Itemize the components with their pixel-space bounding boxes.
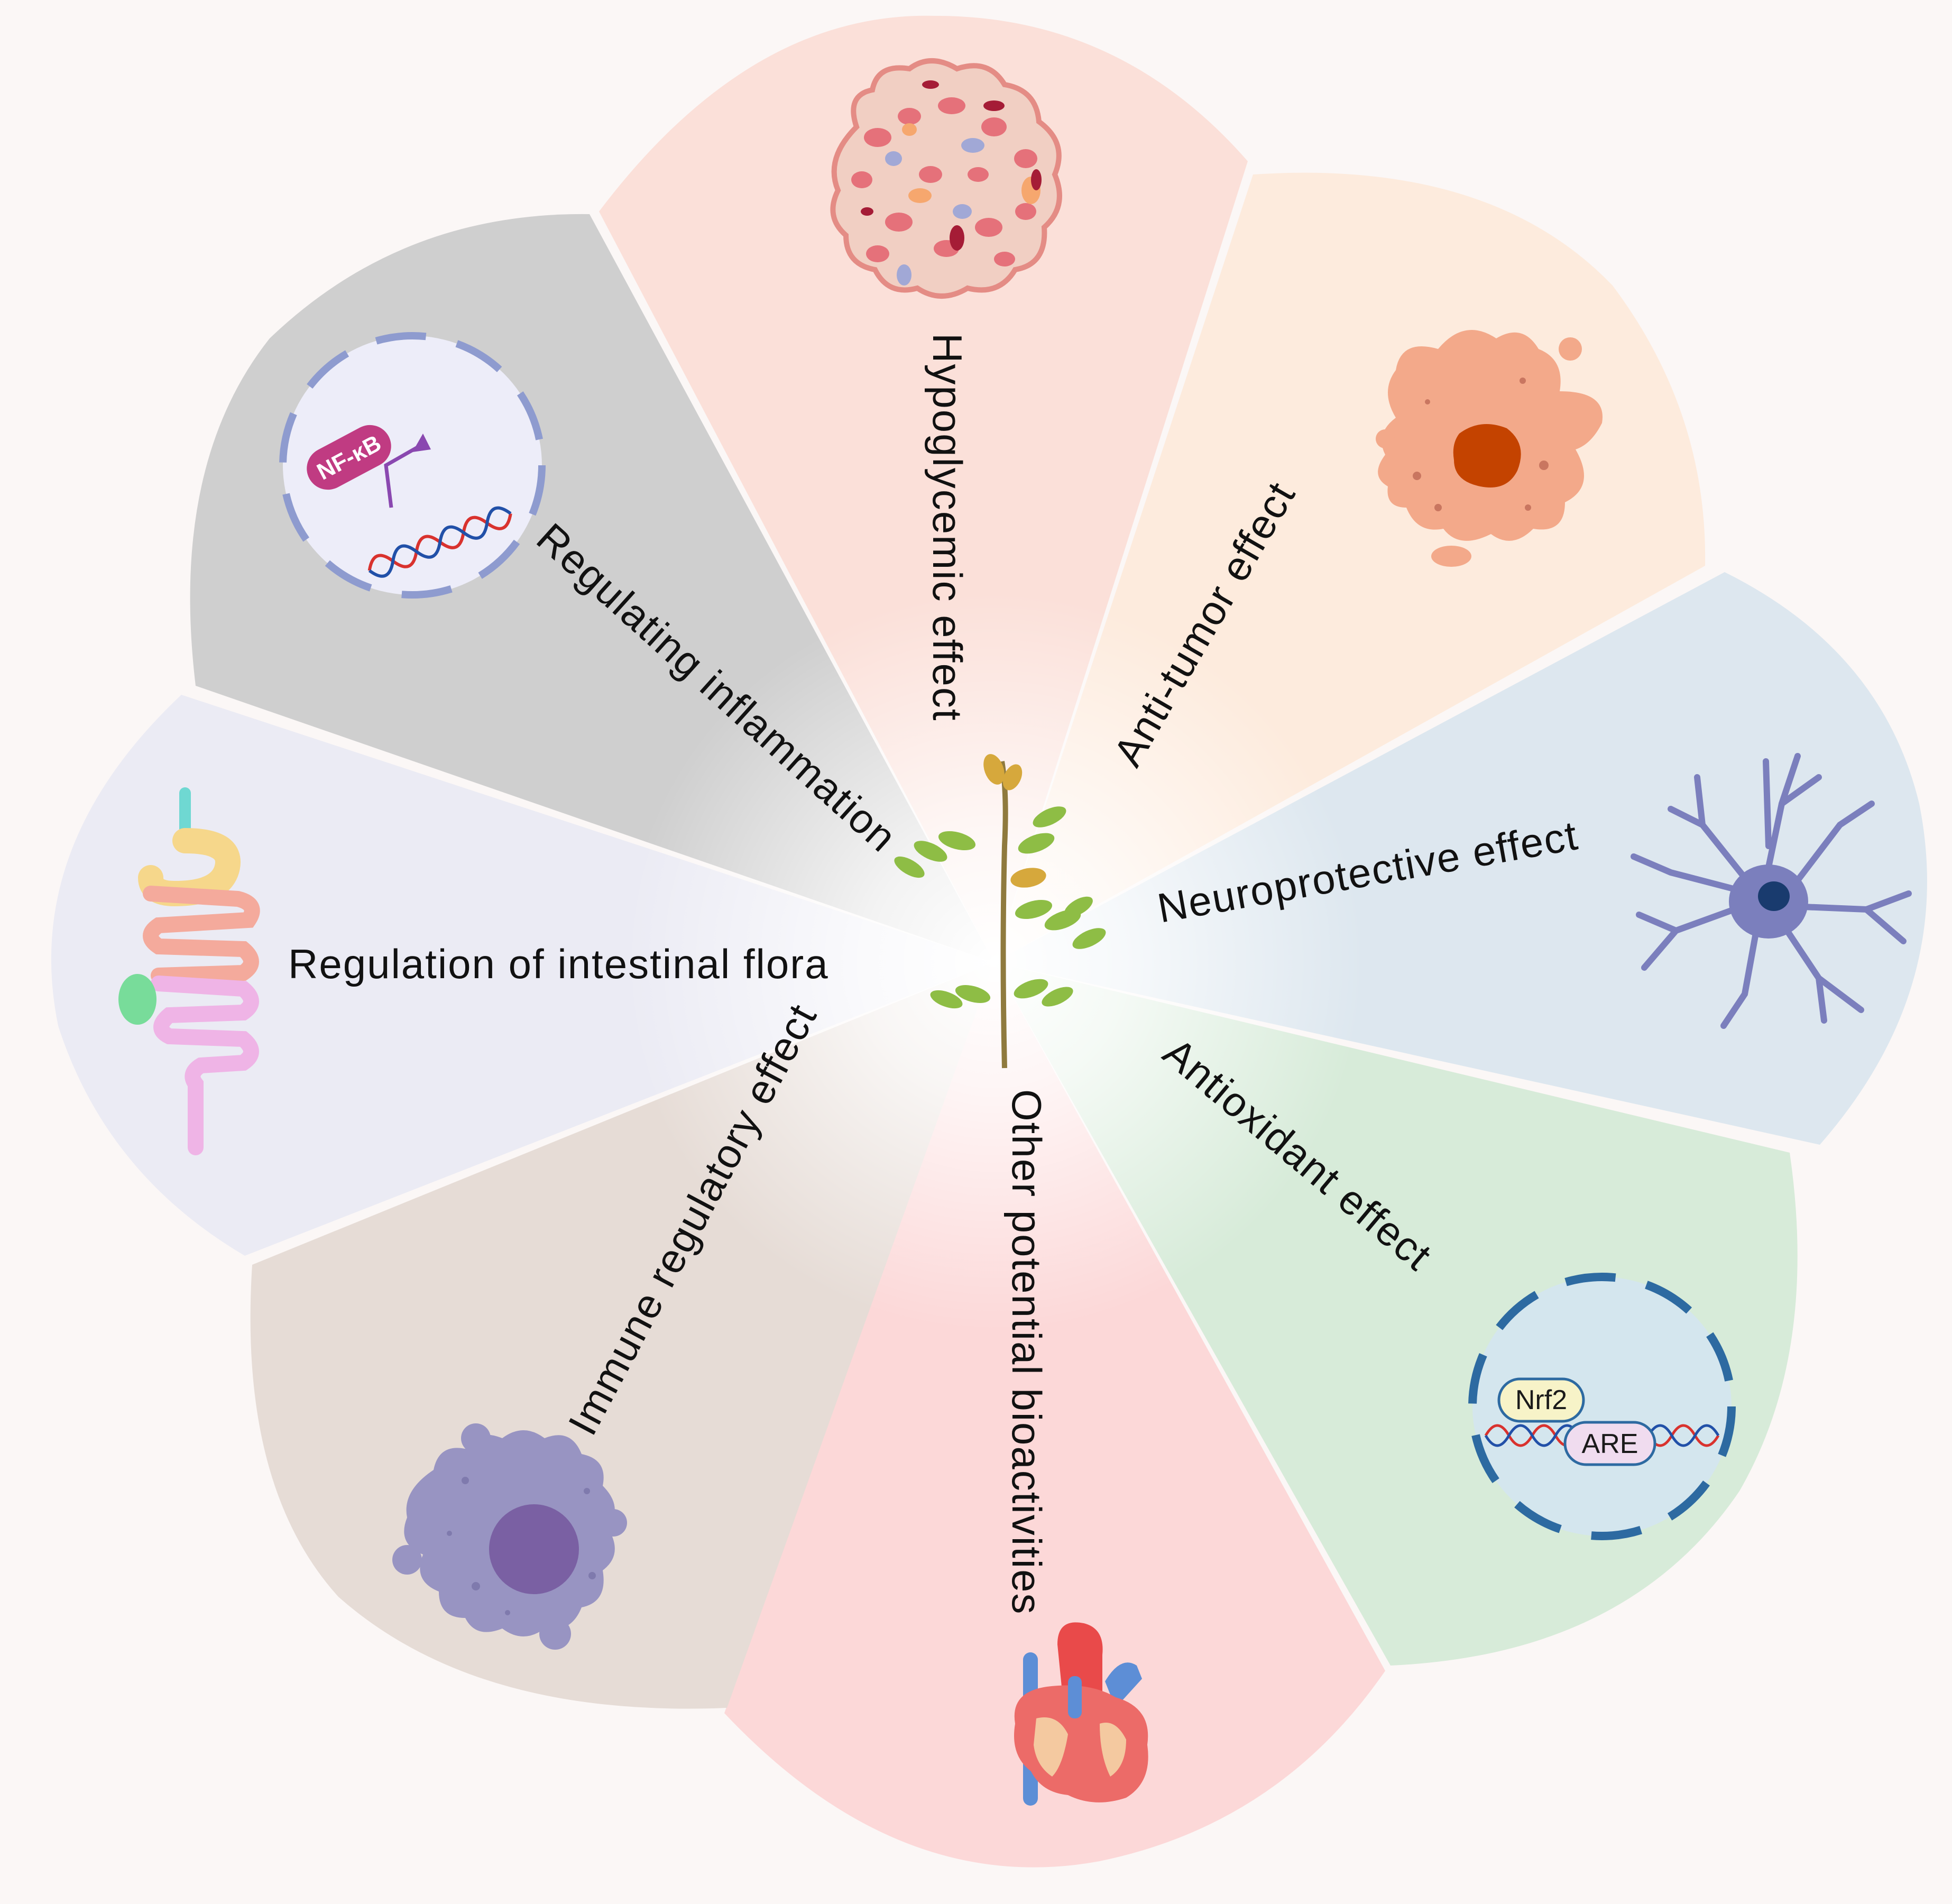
center-glow (624, 592, 1364, 1332)
nrf2-label: Nrf2 (1515, 1385, 1567, 1415)
nfkb-badge (307, 425, 391, 490)
heart-icon (1014, 1622, 1148, 1806)
label-other: Other potential bioactivities (1003, 1089, 1050, 1615)
sector-intestinal (51, 695, 994, 1256)
sector-other (724, 962, 1385, 1868)
label-hypoglycemic: Hypoglycemic effect (924, 333, 971, 722)
neuron-icon (1631, 753, 1912, 1029)
islet-tissue-icon (830, 58, 1062, 299)
macrophage-icon (392, 1423, 627, 1650)
tumor-cell-icon (1376, 330, 1603, 567)
nucleus-nrf2-are-icon: Nrf2 ARE (1468, 1273, 1736, 1540)
nrf2-badge (1497, 1377, 1585, 1423)
sector-hypoglycemic (599, 15, 1248, 962)
nucleus-nfkb-icon: NF-κB (279, 332, 546, 599)
label-intestinal: Regulation of intestinal flora (288, 941, 829, 987)
are-label: ARE (1582, 1429, 1638, 1459)
plant-icon (894, 754, 1106, 1069)
intestine-icon (118, 787, 260, 1155)
are-badge (1563, 1421, 1656, 1466)
